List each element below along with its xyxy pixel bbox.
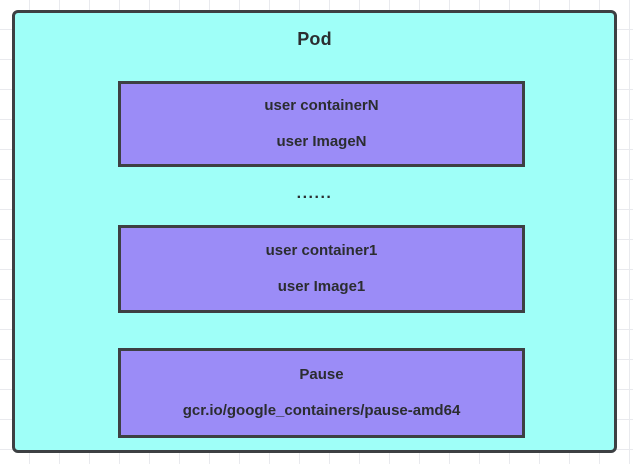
container-image-label: user Image1	[277, 278, 366, 295]
container-box-user-container1: user container1 user Image1	[118, 225, 525, 313]
container-box-pause: Pause gcr.io/google_containers/pause-amd…	[118, 348, 525, 438]
ellipsis-separator: ......	[296, 185, 333, 202]
container-box-user-containerN: user containerN user ImageN	[118, 81, 525, 167]
container-name-label: user container1	[265, 241, 378, 259]
container-name-label: Pause	[299, 365, 344, 383]
container-image-label: gcr.io/google_containers/pause-amd64	[182, 402, 461, 419]
pod-title: Pod	[297, 29, 332, 49]
container-name-label: user containerN	[264, 96, 379, 114]
container-image-label: user ImageN	[276, 133, 367, 150]
pod-container: Pod user containerN user ImageN ...... u…	[12, 10, 617, 453]
